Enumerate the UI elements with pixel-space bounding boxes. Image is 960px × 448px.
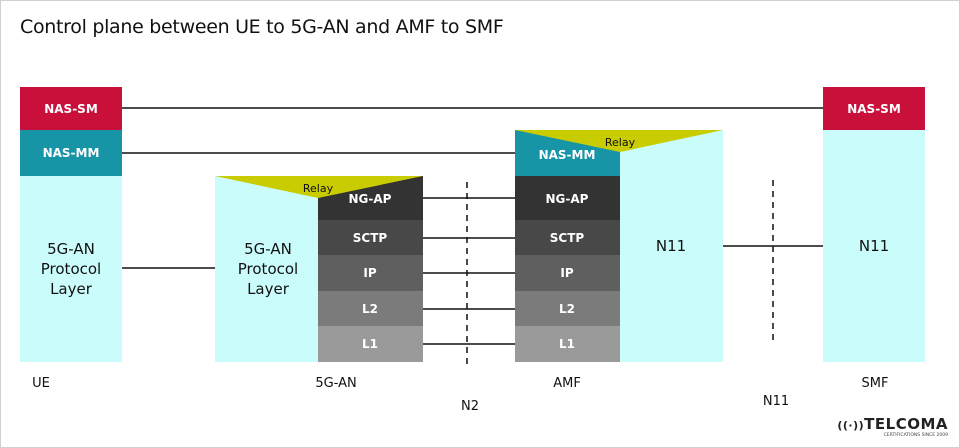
an-protocol-label: Layer [247,280,290,298]
signal-icon: ((·)) [837,419,865,432]
an-sctp [318,220,423,255]
amf-ngap [515,176,620,220]
amf-relay-triangle [515,130,723,152]
an-l1 [318,326,423,362]
logo-name: TELCOMA [864,415,948,433]
amf-n11-block [620,130,723,362]
amf-l1 [515,326,620,362]
an-protocol-label: 5G-AN [244,240,292,258]
amf-relay-label: Relay [605,136,636,149]
amf-ngap-label: NG-AP [546,192,589,206]
an-stack: 5G-AN Protocol Layer Relay NG-AP SCTP IP… [215,176,423,391]
ue-nas-sm [20,87,122,130]
an-protocol-layer [215,176,318,362]
smf-nas-sm-label: NAS-SM [847,102,901,116]
smf-n11-label: N11 [859,237,889,255]
an-label: 5G-AN [315,376,356,391]
ue-protocol-label: Protocol [41,260,101,278]
amf-ip [515,255,620,291]
an-l2 [318,291,423,326]
smf-n11-block [823,130,925,362]
ue-stack: NAS-SM NAS-MM 5G-AN Protocol Layer UE [20,87,122,391]
an-relay-label: Relay [303,182,334,195]
an-l1-label: L1 [362,337,378,351]
ue-label: UE [32,376,50,391]
connector-lines [122,107,823,345]
smf-nas-sm [823,87,925,130]
amf-label: AMF [553,376,581,391]
amf-ip-label: IP [560,266,573,280]
an-ngap-label: NG-AP [349,192,392,206]
an-ip [318,255,423,291]
ue-protocol-layer [20,176,122,362]
smf-label: SMF [862,376,889,391]
ue-nas-sm-label: NAS-SM [44,102,98,116]
an-ip-label: IP [363,266,376,280]
an-l2-label: L2 [362,302,378,316]
amf-sctp-label: SCTP [550,231,585,245]
n2-label: N2 [461,399,479,414]
amf-nas-mm-label: NAS-MM [539,148,596,162]
amf-stack: N11 Relay NAS-MM NG-AP SCTP IP L2 L1 AMF [515,130,723,391]
amf-l1-label: L1 [559,337,575,351]
amf-l2-label: L2 [559,302,575,316]
an-sctp-label: SCTP [353,231,388,245]
n11-interface-label: N11 [763,394,789,409]
an-relay-triangle [215,176,423,198]
amf-n11-label: N11 [656,237,686,255]
page-title: Control plane between UE to 5G-AN and AM… [20,16,504,38]
amf-sctp [515,220,620,255]
an-protocol-label: Protocol [238,260,298,278]
smf-stack: NAS-SM N11 SMF [823,87,925,391]
ue-protocol-label: 5G-AN [47,240,95,258]
logo-tagline: CERTIFICATIONS SINCE 2009 [883,433,948,438]
ue-protocol-label: Layer [50,280,93,298]
ue-nas-mm-label: NAS-MM [43,146,100,160]
telcoma-logo: ((·))TELCOMA CERTIFICATIONS SINCE 2009 [837,415,948,438]
amf-l2 [515,291,620,326]
ue-nas-mm [20,130,122,176]
